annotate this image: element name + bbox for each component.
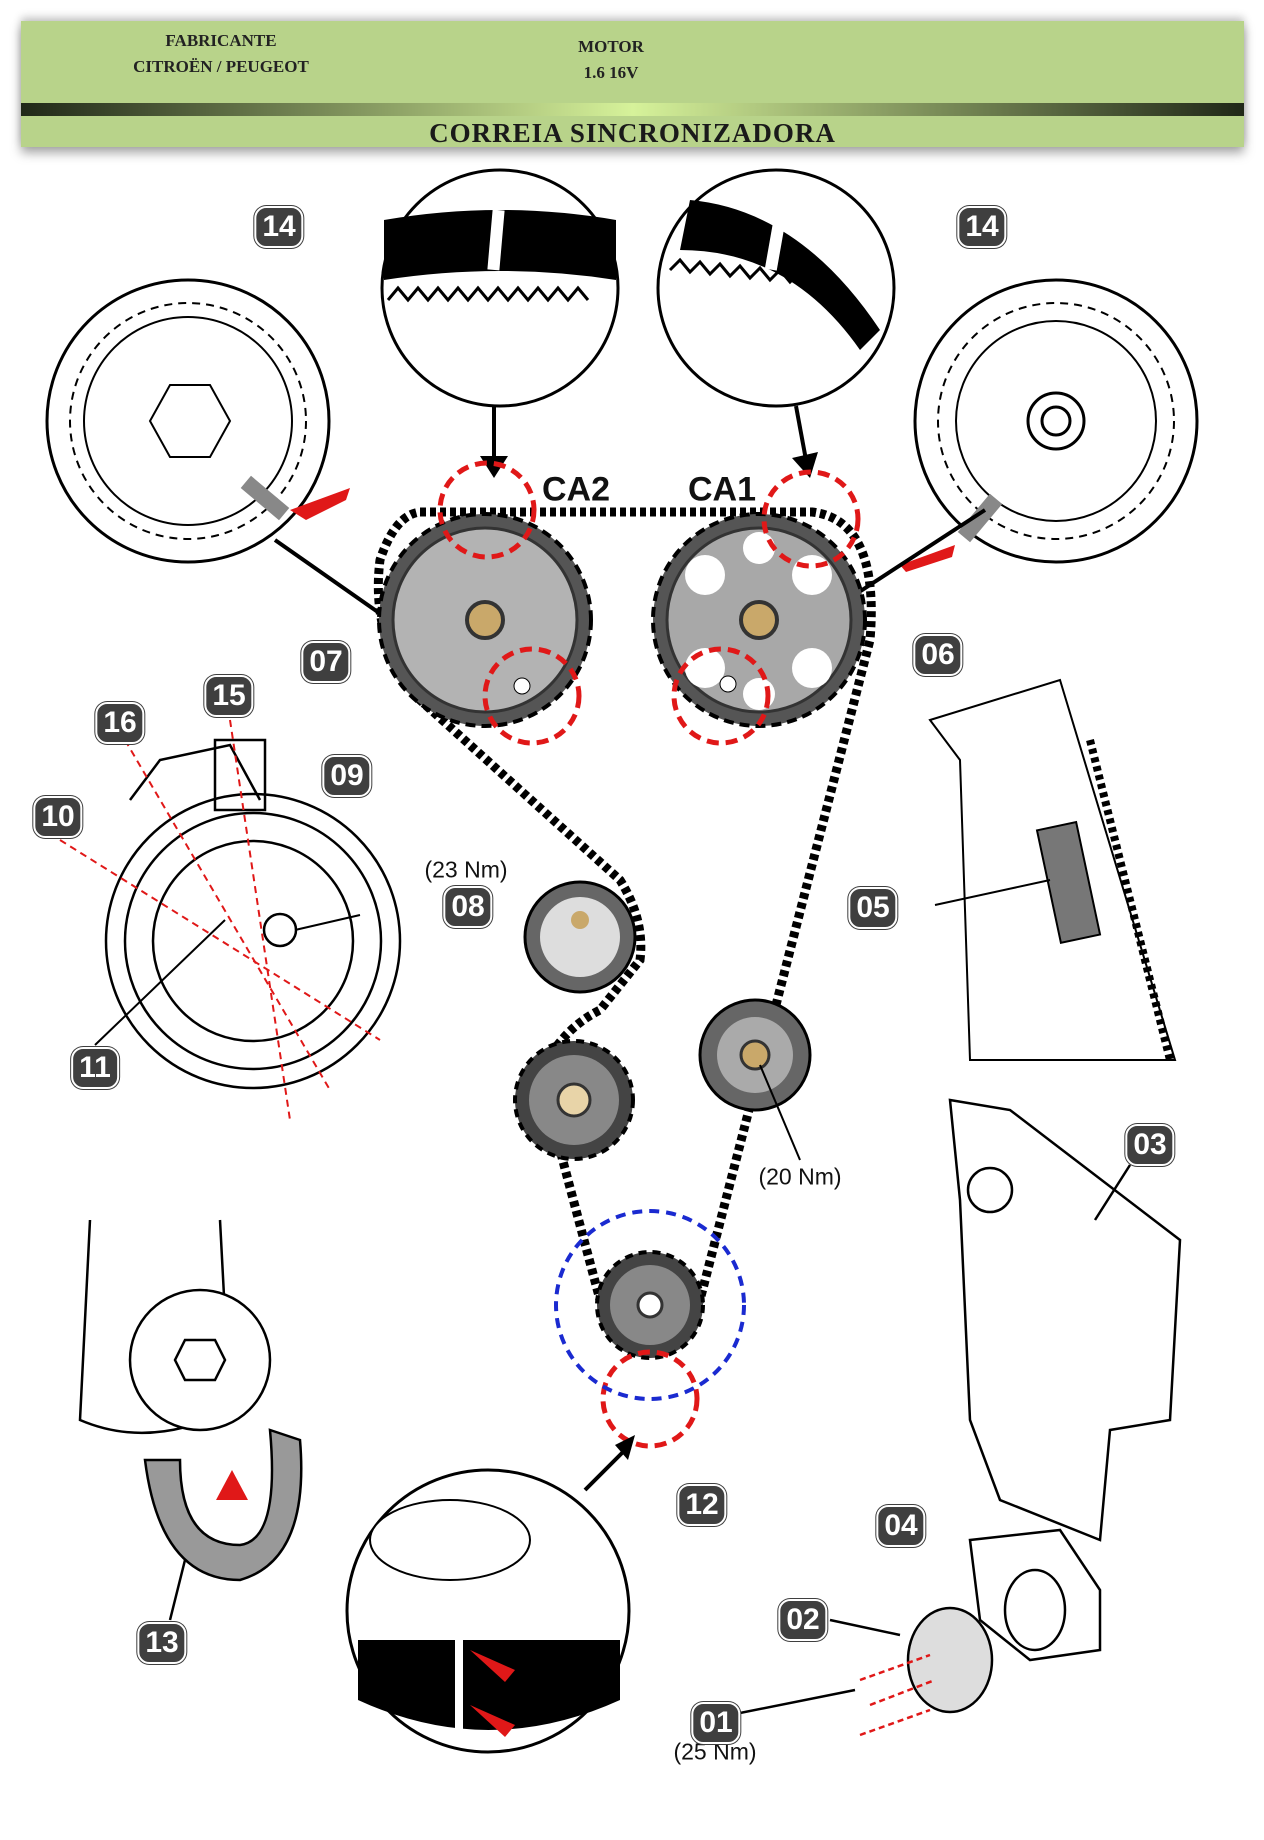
callout-02: 02: [778, 1599, 828, 1641]
callout-13: 13: [137, 1622, 187, 1664]
idler-pulley: [698, 998, 812, 1161]
idler-pulley-gear: [513, 1039, 635, 1161]
callout-06: 06: [913, 634, 963, 676]
alignment-marks: [437, 460, 861, 1449]
callout-07: 07: [301, 641, 351, 683]
engine-value: 1.6 16V: [583, 63, 639, 82]
callout-14-left: 14: [254, 206, 304, 248]
callout-14-right: 14: [957, 206, 1007, 248]
callout-09: 09: [322, 755, 372, 797]
crankshaft-sprocket: [595, 1250, 705, 1360]
callout-10: 10: [33, 796, 83, 838]
tensioner-pulley: [523, 880, 637, 994]
manufacturer-label: FABRICANTE: [165, 31, 277, 50]
header-banner: FABRICANTE CITROËN / PEUGEOT MOTOR 1.6 1…: [21, 21, 1244, 148]
callout-04: 04: [876, 1505, 926, 1547]
page-title: CORREIA SINCRONIZADORA: [429, 118, 836, 148]
label-ca1: CA1: [687, 470, 757, 509]
camshaft-sprocket-ca2: [377, 512, 593, 728]
camshaft-sprocket-ca1: [651, 512, 867, 728]
callout-01: 01: [691, 1702, 741, 1744]
zoom-detail-ca1: [656, 168, 896, 478]
water-pump-detail: [928, 678, 1177, 1061]
timing-belt: [373, 507, 876, 1345]
callout-12: 12: [677, 1484, 727, 1526]
callout-03: 03: [1125, 1124, 1175, 1166]
callout-16: 16: [95, 702, 145, 744]
crank-pulley-tool-detail: [78, 1219, 303, 1621]
zoom-detail-ca2: [380, 168, 620, 478]
callout-05: 05: [848, 887, 898, 929]
belt-lower-cover-detail: [729, 1528, 1102, 1737]
callout-08: 08: [443, 886, 493, 928]
engine-label: MOTOR: [578, 37, 644, 56]
tensioner-detail: [59, 719, 402, 1121]
manufacturer-value: CITROËN / PEUGEOT: [133, 57, 309, 76]
torque-idler: (20 Nm): [758, 1163, 842, 1190]
label-ca2: CA2: [541, 470, 611, 509]
callout-11: 11: [71, 1047, 119, 1089]
crank-highlight-circle: [554, 1209, 746, 1401]
timing-cover-detail: [948, 1098, 1182, 1542]
crank-mark-magnifier: [345, 1435, 635, 1754]
torque-tensioner: (23 Nm): [424, 856, 508, 883]
right-sprocket-detail: [752, 278, 1199, 662]
callout-15: 15: [204, 675, 254, 717]
header-divider: [21, 103, 1244, 116]
